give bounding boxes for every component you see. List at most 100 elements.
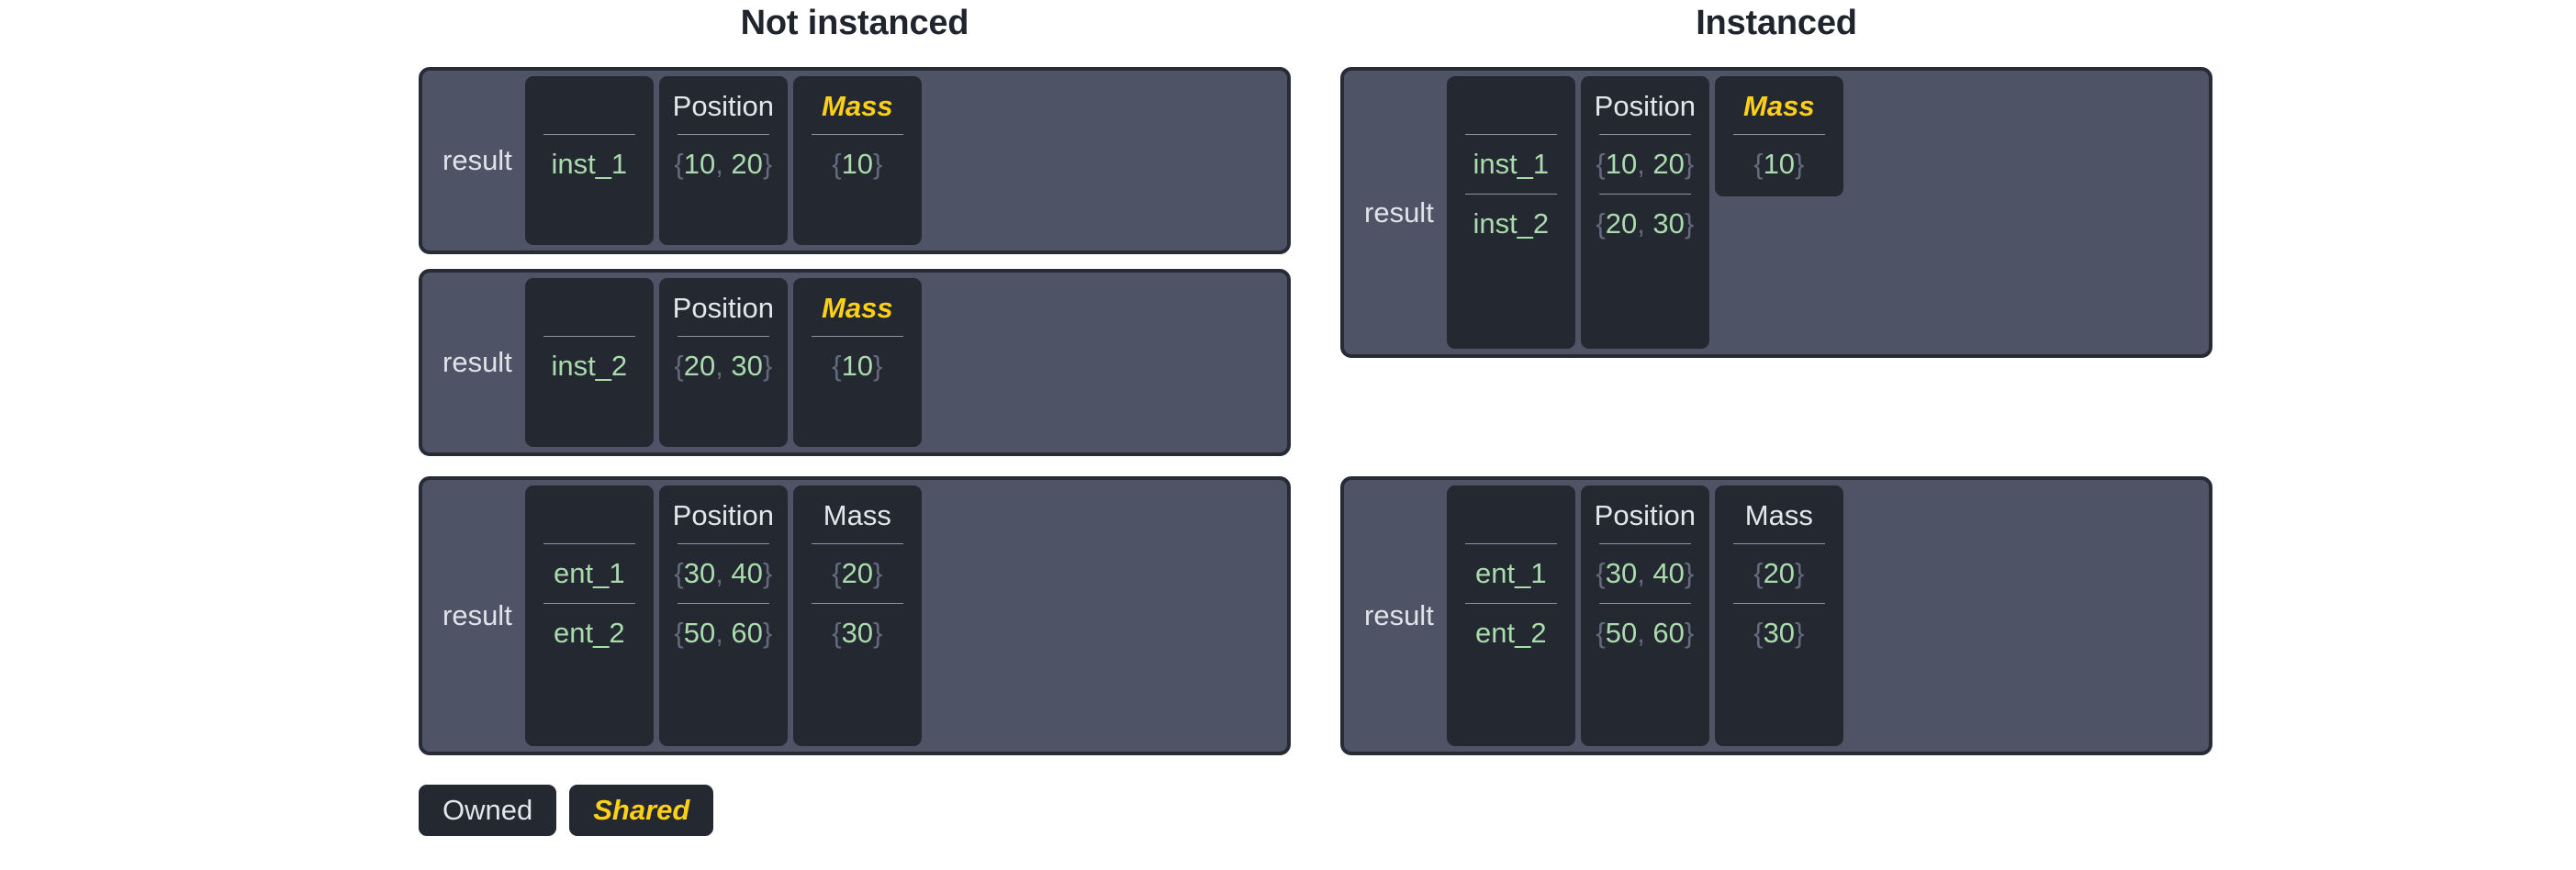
cell-value: {50, 60} [674, 617, 773, 649]
column-spacer [531, 389, 648, 438]
cell-value: {10, 20} [1596, 148, 1695, 180]
result-label: result [1364, 195, 1434, 229]
column-header: Position [672, 499, 774, 531]
cell-value: {20} [1753, 557, 1805, 589]
legend-item-shared: Shared [569, 785, 714, 836]
row-divider [1464, 194, 1557, 195]
row-divider [677, 134, 769, 135]
column-spacer [665, 187, 782, 236]
column-spacer [1720, 656, 1838, 737]
column-header [1452, 85, 1570, 128]
row-divider [677, 543, 769, 544]
column-spacer [1586, 247, 1704, 340]
archetype-block: result inst_1 Position {10, 20} Mass {10} [419, 67, 1291, 254]
column-header [531, 85, 648, 128]
cell-value: {10} [1753, 148, 1805, 180]
cell-value: {30} [1753, 617, 1805, 649]
column-spacer [531, 656, 648, 737]
component-column-entity: ent_1 ent_2 [1446, 485, 1575, 746]
cell-value: {10} [832, 148, 883, 180]
cell-value: {20, 30} [674, 350, 773, 382]
row-divider [811, 543, 903, 544]
cell-value: {50, 60} [1596, 617, 1695, 649]
row-divider [1598, 194, 1691, 195]
column-spacer [1586, 656, 1704, 737]
column-header [531, 495, 648, 537]
cell-value: {30, 40} [1596, 557, 1695, 589]
component-column-position: Position {10, 20} [658, 76, 788, 245]
column-spacer [1452, 656, 1570, 737]
component-column-entity: ent_1 ent_2 [524, 485, 654, 746]
row-divider [543, 134, 635, 135]
result-label: result [442, 599, 512, 631]
row-divider [811, 336, 903, 337]
column-header: Position [1594, 90, 1696, 122]
result-label: result [1364, 599, 1434, 631]
row-divider [677, 603, 769, 604]
row-divider [1732, 603, 1825, 604]
column-header: Position [672, 90, 774, 122]
row-divider [1464, 603, 1557, 604]
column-header: Mass [822, 292, 893, 324]
row-divider [677, 336, 769, 337]
row-divider [1732, 134, 1825, 135]
cell-value: ent_1 [1475, 557, 1547, 589]
cell-value: {10, 20} [674, 148, 773, 180]
legend-item-owned: Owned [419, 785, 557, 836]
column-spacer [665, 389, 782, 438]
component-column-mass: Mass {20} {30} [1714, 485, 1843, 746]
row-divider [1464, 543, 1557, 544]
result-label: result [442, 144, 512, 176]
column-spacer [799, 389, 916, 438]
column-spacer [665, 656, 782, 737]
component-column-mass: Mass {10} [792, 278, 922, 447]
row-divider [1598, 134, 1691, 135]
component-column-entity: inst_1 [524, 76, 654, 245]
row-divider [1598, 543, 1691, 544]
component-column-mass: Mass {10} [792, 76, 922, 245]
cell-value: {20, 30} [1596, 207, 1695, 240]
cell-value: ent_2 [554, 617, 625, 649]
column-heading-not-instanced: Not instanced [740, 4, 969, 42]
row-divider [811, 134, 903, 135]
cell-value: inst_1 [551, 148, 628, 180]
column-heading-instanced: Instanced [1696, 4, 1857, 42]
column-header: Mass [823, 499, 891, 531]
column-header: Mass [1744, 499, 1813, 531]
column-header: Mass [1743, 90, 1815, 122]
component-column-position: Position {30, 40} {50, 60} [658, 485, 788, 746]
column-header [531, 287, 648, 329]
column-spacer [531, 187, 648, 236]
cell-value: inst_2 [551, 350, 628, 382]
cell-value: {20} [832, 557, 883, 589]
cell-value: ent_1 [554, 557, 625, 589]
component-column-position: Position{20, 30} [658, 278, 788, 447]
row-divider [543, 543, 635, 544]
archetype-block: result inst_1 inst_2 Position {10, 20} {20, … [1340, 67, 2212, 358]
row-divider [543, 336, 635, 337]
component-column-entity: inst_1 inst_2 [1446, 76, 1575, 349]
column-spacer [799, 656, 916, 737]
archetype-block: result inst_2 Position{20, 30} Mass {10} [419, 269, 1291, 456]
cell-value: inst_2 [1473, 207, 1550, 240]
archetype-block: result ent_1 ent_2 Position {30, 40} {50, 60… [1340, 476, 2212, 755]
cell-value: {30} [832, 617, 883, 649]
archetype-block: result ent_1 ent_2 Position {30, 40} {50, 60… [419, 476, 1291, 755]
component-column-position: Position {30, 40} {50, 60} [1580, 485, 1709, 746]
component-column-mass: Mass {10} [1714, 76, 1843, 196]
cell-value: {10} [832, 350, 883, 382]
result-label: result [442, 346, 512, 378]
cell-value: ent_2 [1475, 617, 1547, 649]
row-divider [1732, 543, 1825, 544]
row-divider [543, 603, 635, 604]
column-spacer [799, 187, 916, 236]
row-divider [1464, 134, 1557, 135]
column-header: Mass [822, 90, 893, 122]
component-column-entity: inst_2 [524, 278, 654, 447]
cell-value: {30, 40} [674, 557, 773, 589]
component-column-mass: Mass {20} {30} [792, 485, 922, 746]
cell-value: inst_1 [1473, 148, 1550, 180]
column-header: Position [1594, 499, 1696, 531]
